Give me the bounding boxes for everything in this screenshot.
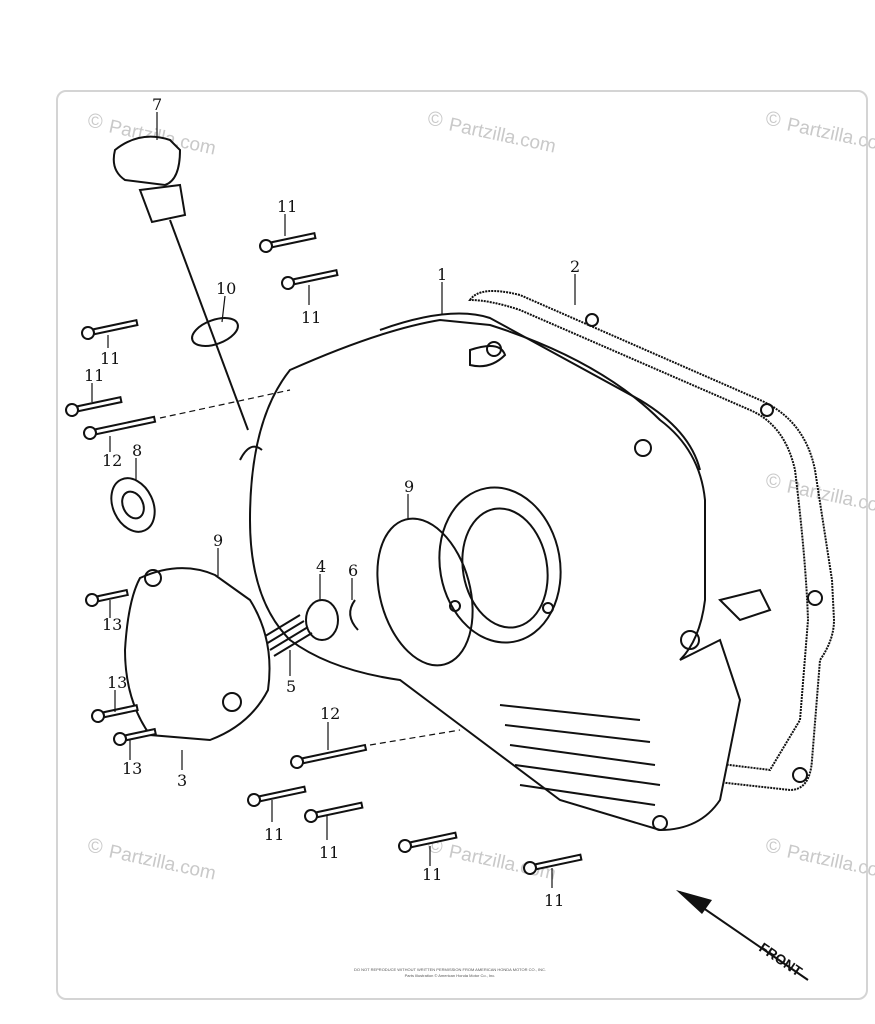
callout-4: 4 — [316, 557, 326, 576]
oil-seal-part — [110, 477, 156, 533]
clip-part — [349, 599, 359, 631]
callout-11: 11 — [84, 366, 104, 385]
callout-8: 8 — [132, 441, 142, 460]
watermark-symbol: © — [428, 109, 443, 131]
callout-9: 9 — [213, 531, 223, 550]
leader-lines — [91, 112, 576, 888]
bolts — [65, 231, 583, 875]
callout-1: 1 — [437, 265, 447, 284]
o-ring-part — [191, 317, 239, 347]
callout-11: 11 — [544, 891, 564, 910]
dipstick-part — [112, 135, 249, 431]
watermark-symbol: © — [766, 836, 781, 858]
callout-5: 5 — [286, 677, 296, 696]
point-cover-part — [123, 567, 271, 742]
watermark-text: Partzilla.com — [785, 841, 875, 884]
callout-3: 3 — [177, 771, 187, 790]
callout-13: 13 — [122, 759, 142, 778]
callout-11: 11 — [319, 843, 339, 862]
watermark-text: Partzilla.com — [447, 114, 558, 157]
callout-11: 11 — [422, 865, 442, 884]
watermark-symbol: © — [766, 471, 781, 493]
cap-part — [305, 599, 339, 641]
callout-11: 11 — [277, 197, 297, 216]
o-ring-large-part — [376, 517, 474, 667]
callouts: 7 11 11 1 2 10 11 11 12 8 9 9 4 6 5 13 1… — [84, 95, 580, 910]
callout-12: 12 — [102, 451, 122, 470]
front-arrow: FRONT — [676, 890, 809, 981]
front-label: FRONT — [756, 939, 805, 979]
spring-part — [261, 614, 313, 657]
watermark-symbol: © — [766, 109, 781, 131]
callout-13: 13 — [107, 673, 127, 692]
callout-2: 2 — [570, 257, 580, 276]
callout-9: 9 — [404, 477, 414, 496]
copyright-line: Parts Illustration © American Honda Moto… — [405, 973, 496, 978]
copyright-line: DO NOT REPRODUCE WITHOUT WRITTEN PERMISS… — [354, 967, 546, 972]
watermark-text: Partzilla.com — [785, 114, 875, 157]
callout-11: 11 — [100, 349, 120, 368]
callout-11: 11 — [301, 308, 321, 327]
callout-7: 7 — [152, 95, 162, 114]
oil-seal-inner — [121, 490, 145, 520]
callout-6: 6 — [348, 561, 358, 580]
callout-12: 12 — [320, 704, 340, 723]
watermark-symbol: © — [88, 836, 103, 858]
gasket-part — [468, 290, 836, 792]
callout-10: 10 — [216, 279, 236, 298]
callout-13: 13 — [102, 615, 122, 634]
cover-part — [239, 312, 742, 832]
watermark-symbol: © — [88, 111, 103, 133]
watermark-text: Partzilla.com — [107, 841, 218, 884]
callout-11: 11 — [264, 825, 284, 844]
